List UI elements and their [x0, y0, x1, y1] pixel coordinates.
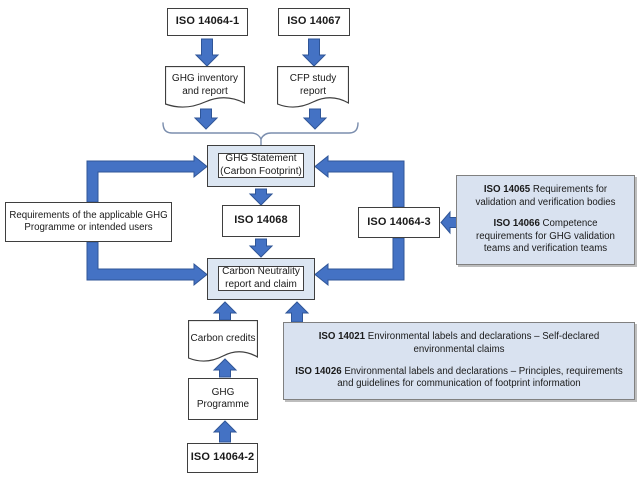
document-label: CFP study report	[289, 73, 337, 97]
info-item-code: ISO 14065	[483, 183, 531, 195]
info-item-code: ISO 14066	[493, 218, 540, 230]
arrow-cfp-down	[302, 108, 328, 130]
carbon-neutrality-line2: report and claim	[225, 278, 297, 290]
arrow-iso14064-2-up	[212, 420, 238, 443]
info-box-labels: ISO 14021 Environmental labels and decla…	[283, 322, 635, 400]
document-shape	[188, 320, 258, 362]
brace	[162, 122, 359, 141]
ghg-statement-line2: (Carbon Footprint)	[220, 165, 302, 177]
info-item: ISO 14065 Requirements for validation an…	[465, 184, 626, 209]
info-item-code: ISO 14026	[295, 365, 342, 377]
elbow-iso14064-3-to-statement	[314, 154, 405, 208]
node-ghg-inventory-report: GHG inventory and report	[165, 66, 245, 112]
node-iso-14064-1: ISO 14064-1	[167, 8, 248, 36]
elbow-requirements-to-neutrality	[86, 241, 208, 287]
elbow-requirements-to-statement	[86, 154, 208, 203]
node-ghg-statement: GHG Statement (Carbon Footprint)	[207, 145, 315, 187]
ghg-statement-inner: GHG Statement (Carbon Footprint)	[218, 153, 304, 178]
ghg-statement-line1: GHG Statement	[225, 153, 297, 164]
info-item-text: Competence requirements for GHG validati…	[476, 218, 615, 255]
node-ghg-programme: GHG Programme	[188, 378, 258, 420]
ghg-programme-line2: Programme	[196, 399, 250, 410]
node-cfp-study-report: CFP study report	[277, 66, 349, 112]
node-iso-14067: ISO 14067	[278, 8, 350, 36]
node-carbon-credits: Carbon credits	[188, 320, 258, 366]
elbow-iso14064-3-to-neutrality	[314, 237, 405, 287]
info-item-text: Environmental labels and declarations – …	[337, 365, 623, 390]
node-iso-14064-3: ISO 14064-3	[358, 207, 440, 238]
document-shape	[165, 66, 245, 108]
ghg-programme-line1: GHG	[211, 386, 235, 398]
arrow-iso14067-down	[301, 38, 327, 67]
arrow-statement-to-iso14068	[248, 188, 274, 206]
arrow-iso14064-1-down	[194, 38, 220, 67]
info-item: ISO 14066 Competence requirements for GH…	[465, 218, 626, 256]
carbon-neutrality-inner: Carbon Neutrality report and claim	[218, 266, 304, 291]
document-label: Carbon credits	[190, 333, 256, 345]
info-box-validation: ISO 14065 Requirements for validation an…	[456, 175, 635, 265]
document-label: GHG inventory and report	[171, 73, 239, 97]
carbon-neutrality-line1: Carbon Neutrality	[222, 266, 300, 277]
arrow-credits-up	[212, 301, 238, 321]
arrow-iso14068-to-neutrality	[248, 238, 274, 258]
node-carbon-neutrality: Carbon Neutrality report and claim	[207, 258, 315, 300]
info-item: ISO 14026 Environmental labels and decla…	[292, 366, 626, 391]
node-iso-14068: ISO 14068	[222, 205, 300, 237]
info-item-code: ISO 14021	[318, 331, 366, 343]
arrow-labels-up	[284, 301, 310, 323]
arrow-programme-up	[212, 358, 238, 378]
info-item-text: Requirements for validation and verifica…	[475, 183, 616, 208]
node-iso-14064-2: ISO 14064-2	[187, 443, 258, 473]
node-requirements: Requirements of the applicable GHG Progr…	[5, 202, 172, 242]
info-item: ISO 14021 Environmental labels and decla…	[292, 331, 626, 356]
document-shape	[277, 66, 349, 108]
info-item-text: Environmental labels and declarations – …	[367, 331, 600, 355]
arrow-inventory-down	[193, 108, 219, 130]
